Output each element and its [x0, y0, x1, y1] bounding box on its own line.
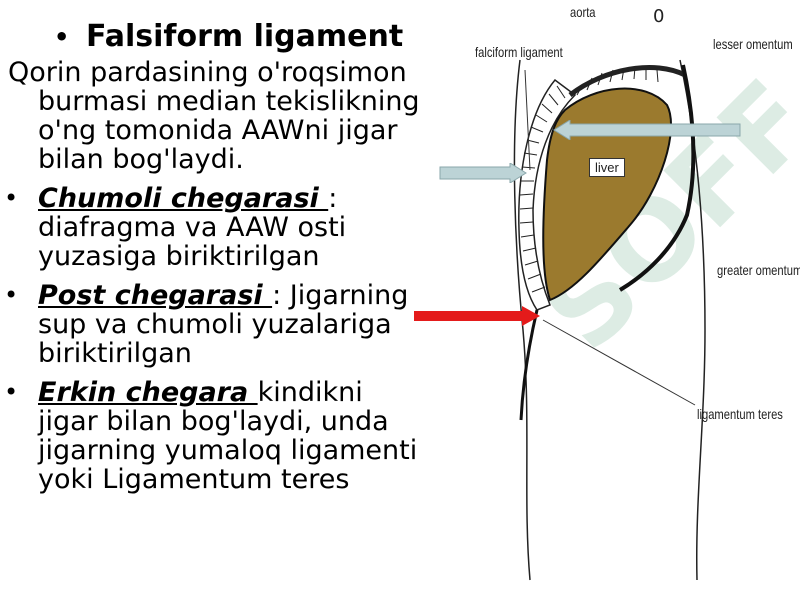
label-lesser-omentum: lesser omentum	[713, 36, 793, 52]
bullet-item: • Post chegarasi : Jigarning sup va chum…	[4, 280, 430, 369]
bullet-item: • Chumoli chegarasi : diafragma va AAW o…	[4, 183, 430, 272]
leader-line	[542, 319, 696, 406]
bullet-item: • Erkin chegara kindikni jigar bilan bog…	[4, 377, 430, 495]
label-ligamentum-teres: ligamentum teres	[697, 406, 783, 422]
lesser-omentum-line	[618, 64, 696, 292]
pointer-arrow-red	[414, 306, 540, 326]
bullet-text: : diafragma va AAW osti yuzasiga birikti…	[38, 183, 347, 272]
leader-line	[524, 69, 531, 171]
peritoneum-diagram: SOFF	[513, 6, 800, 581]
bullet-marker: •	[4, 281, 19, 309]
bullet-text: kindikni jigar bilan bog'laydi, unda jig…	[38, 377, 418, 495]
heading-text: Falsiform ligament	[86, 19, 404, 54]
falciform-hatching	[519, 85, 566, 293]
intro-paragraph: Qorin pardasining o'roqsimon burmasi med…	[8, 57, 420, 175]
slide-text-column: • Falsiform ligament Qorin pardasining o…	[0, 18, 430, 600]
pointer-arrow-right	[553, 120, 741, 140]
bullet-term: Post chegarasi	[38, 280, 273, 311]
label-liver: liver	[589, 158, 625, 177]
falciform-ligament-shape	[518, 78, 577, 311]
pointer-arrow-left	[439, 163, 527, 183]
slide-heading: • Falsiform ligament	[54, 18, 430, 56]
aorta-marker: 0	[653, 6, 664, 27]
label-falciform-ligament: falciform ligament	[475, 44, 563, 60]
bullet-term: Chumoli chegarasi	[38, 183, 329, 214]
label-aorta: aorta	[570, 4, 596, 20]
bullet-marker: •	[4, 378, 19, 406]
bullet-marker: •	[4, 184, 19, 212]
anatomy-figure: SOFF	[405, 0, 800, 600]
liver-shape	[542, 87, 672, 302]
bullet-term: Erkin chegara	[38, 377, 258, 408]
bullet-marker: •	[54, 23, 70, 51]
anterior-wall-line	[513, 59, 531, 581]
top-hatching	[576, 66, 659, 96]
diaphragm-peritoneum	[568, 65, 687, 97]
ligamentum-teres-line	[519, 309, 539, 421]
label-greater-omentum: greater omentum	[717, 262, 800, 278]
bullet-text: : Jigarning sup va chumoli yuzalariga bi…	[38, 280, 409, 369]
